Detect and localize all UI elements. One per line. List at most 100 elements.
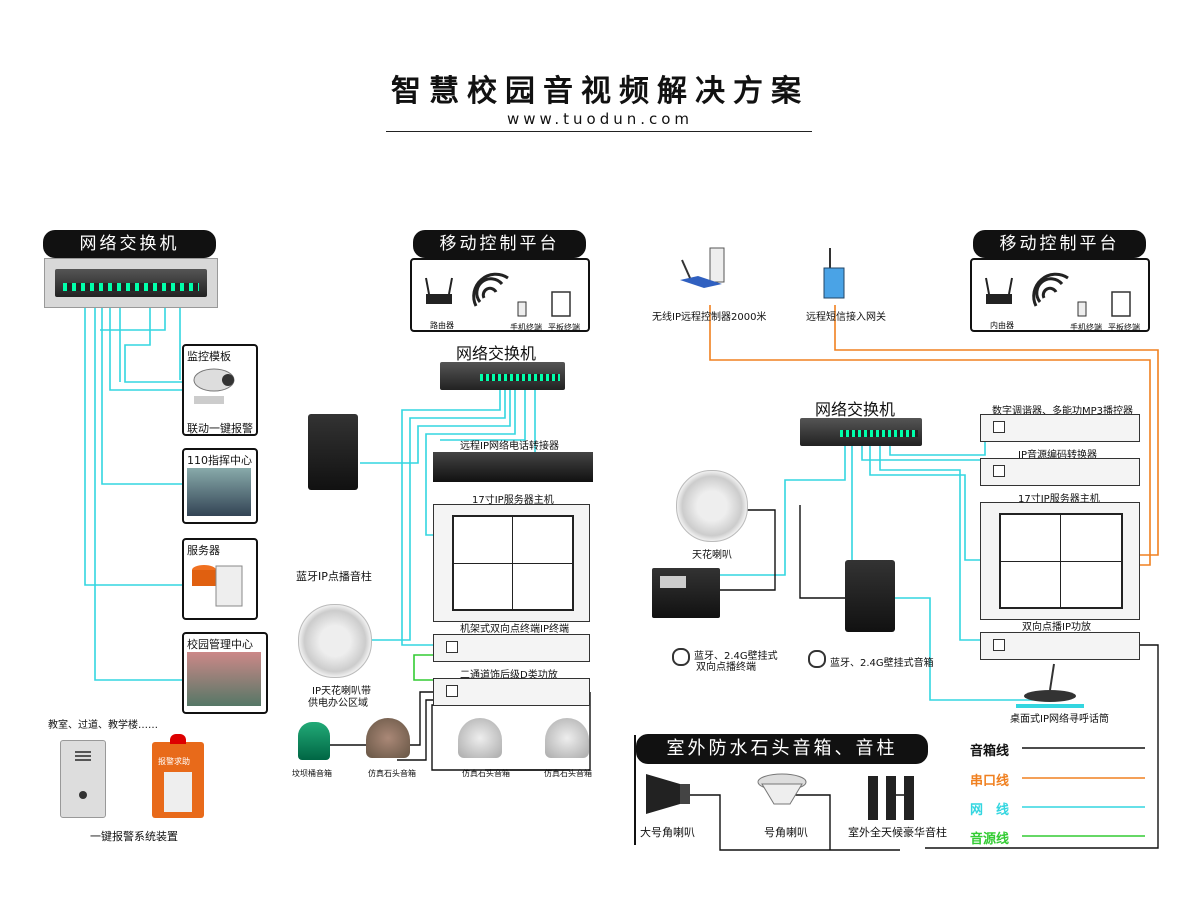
right-tablet-label: 平板终端: [1108, 323, 1140, 332]
right-mobile-panel: 内由器 手机终端 平板终端: [970, 258, 1150, 332]
right-wall-speaker: [845, 560, 895, 632]
middle-switch-device: [440, 362, 565, 390]
paging-mic-icon: [1016, 663, 1084, 708]
monitoring-title: 监控模板: [187, 350, 231, 363]
outdoor-header: 室外防水石头音箱、音柱: [636, 734, 928, 764]
phone-label: 手机终端: [510, 323, 542, 332]
outdoor-bracket: [634, 735, 636, 845]
page-title: 智慧校园音视频解决方案: [391, 74, 809, 109]
rock-speaker-1: [366, 718, 410, 758]
middle-mobile-panel: 路由器 手机终端 平板终端: [410, 258, 590, 332]
right-network-lines: [720, 430, 1045, 701]
ip-amp-device: [980, 632, 1140, 660]
right-switch-label: 网络交换机: [815, 400, 896, 419]
ceiling-speaker-label-2: 供电办公区域: [308, 698, 368, 709]
alarm-intercom-device: [60, 740, 106, 818]
right-switch-device: [800, 418, 922, 446]
bluetooth-speaker-icon: [808, 650, 826, 668]
left-switch-header: 网络交换机: [43, 230, 216, 258]
alarm-caption: 一键报警系统装置: [90, 830, 178, 843]
outdoor-column-3: [904, 776, 914, 820]
phone-gateway-device: [433, 452, 593, 482]
bluetooth-column-label: 蓝牙IP点播音柱: [296, 570, 372, 583]
monitoring-panel: 监控模板 联动一键报警: [182, 344, 258, 436]
middle-server-device: [433, 504, 590, 622]
phone-gateway-label: 远程IP网络电话转接器: [460, 441, 559, 452]
campus-management-panel: 校园管理中心: [182, 632, 268, 714]
monitoring-caption: 联动一键报警: [187, 422, 253, 435]
right-ceiling-speaker: [676, 470, 748, 542]
alarm-column-device: 报警求助: [152, 734, 204, 818]
outdoor-column-2: [886, 776, 896, 820]
ip-amp-label: 双向点播IP功放: [1022, 622, 1091, 633]
middle-switch-label: 网络交换机: [456, 344, 537, 363]
wireless-remote-icon: [680, 247, 725, 288]
outdoor-column-label: 室外全天候豪华音柱: [848, 826, 947, 839]
ceiling-speaker-label-1: IP天花喇叭带: [312, 686, 371, 697]
website-url: www.tuodun.com: [506, 110, 694, 128]
legend-audio-line: 音源线: [970, 832, 1010, 847]
bt-wall-terminal-label-1: 蓝牙、2.4G壁挂式: [694, 651, 778, 662]
mp3-controller-label: 数字调谐器、多能功MP3播控器: [992, 406, 1134, 417]
command-center-photo: [187, 468, 251, 516]
location-note: 教室、过道、教学楼……: [48, 720, 158, 731]
rack-terminal-device: [433, 634, 590, 662]
encoder-label: IP音源编码转换器: [1018, 450, 1097, 461]
middle-network-lines: [360, 389, 536, 646]
campus-management-photo: [187, 652, 261, 706]
sms-gateway-icon: [823, 248, 845, 299]
title-divider: [386, 131, 812, 132]
tablet-label: 平板终端: [548, 323, 580, 332]
ip-ceiling-speaker: [298, 604, 372, 678]
right-server-label: 17寸IP服务器主机: [1018, 494, 1100, 505]
router-wifi-icons: [425, 272, 571, 317]
legend-network-line: 网 线: [970, 803, 1010, 818]
bluetooth-icon: [672, 648, 690, 666]
rack-terminal-label: 机架式双向点终端IP终端: [460, 624, 569, 635]
server-icon: [192, 565, 243, 607]
camera-icon: [193, 368, 235, 404]
mp3-controller-device: [980, 414, 1140, 442]
alarm-sign: 报警求助: [158, 757, 190, 766]
wireless-remote-label: 无线IP远程控制器2000米: [652, 312, 767, 323]
amp-device: [433, 678, 590, 706]
bt-wall-speaker-label: 蓝牙、2.4G壁挂式音箱: [830, 658, 934, 669]
bt-wall-terminal-device: [652, 568, 720, 618]
rock-speaker-3: [545, 718, 589, 758]
right-phone-label: 手机终端: [1070, 323, 1102, 332]
server-panel: 服务器: [182, 538, 258, 620]
left-switch-device: [44, 258, 218, 308]
bt-wall-terminal-label-2: 双向点播终端: [696, 662, 756, 673]
right-serial-lines: [709, 305, 1159, 566]
lawn-speaker-1-label: 坟坝桶音箱: [292, 769, 332, 778]
command-center-panel: 110指挥中心: [182, 448, 258, 524]
paging-mic-label: 桌面式IP网络寻呼话筒: [1010, 714, 1109, 725]
campus-management-title: 校园管理中心: [187, 638, 253, 651]
right-mobile-header: 移动控制平台: [973, 230, 1146, 258]
right-server-device: [980, 502, 1140, 620]
rock-speaker-2: [458, 718, 502, 758]
large-horn-label: 大号角喇叭: [640, 826, 695, 839]
legend-speaker-line: 音箱线: [970, 744, 1010, 759]
middle-wall-speaker: [308, 414, 358, 490]
rock-speaker-3-label: 仿真石头音箱: [544, 769, 592, 778]
left-network-lines: [84, 306, 187, 681]
server-title: 服务器: [187, 544, 220, 557]
horn-icon: [757, 773, 807, 805]
sms-gateway-label: 远程短信接入网关: [806, 312, 886, 323]
rock-speaker-1-label: 仿真石头音箱: [368, 769, 416, 778]
command-center-title: 110指挥中心: [187, 454, 252, 467]
lawn-speaker-1: [298, 722, 330, 760]
legend-serial-line: 串口线: [970, 774, 1010, 789]
right-ceiling-label: 天花喇叭: [692, 550, 732, 561]
amp-label: 二通道饰后级D类功放: [460, 670, 558, 681]
middle-server-label: 17寸IP服务器主机: [472, 495, 554, 506]
encoder-device: [980, 458, 1140, 486]
right-router-label: 内由器: [990, 321, 1014, 330]
horn-label: 号角喇叭: [764, 826, 808, 839]
right-router-wifi-icons: [985, 272, 1131, 317]
rock-speaker-2-label: 仿真石头音箱: [462, 769, 510, 778]
router-label: 路由器: [430, 321, 454, 330]
large-horn-icon: [646, 774, 690, 814]
